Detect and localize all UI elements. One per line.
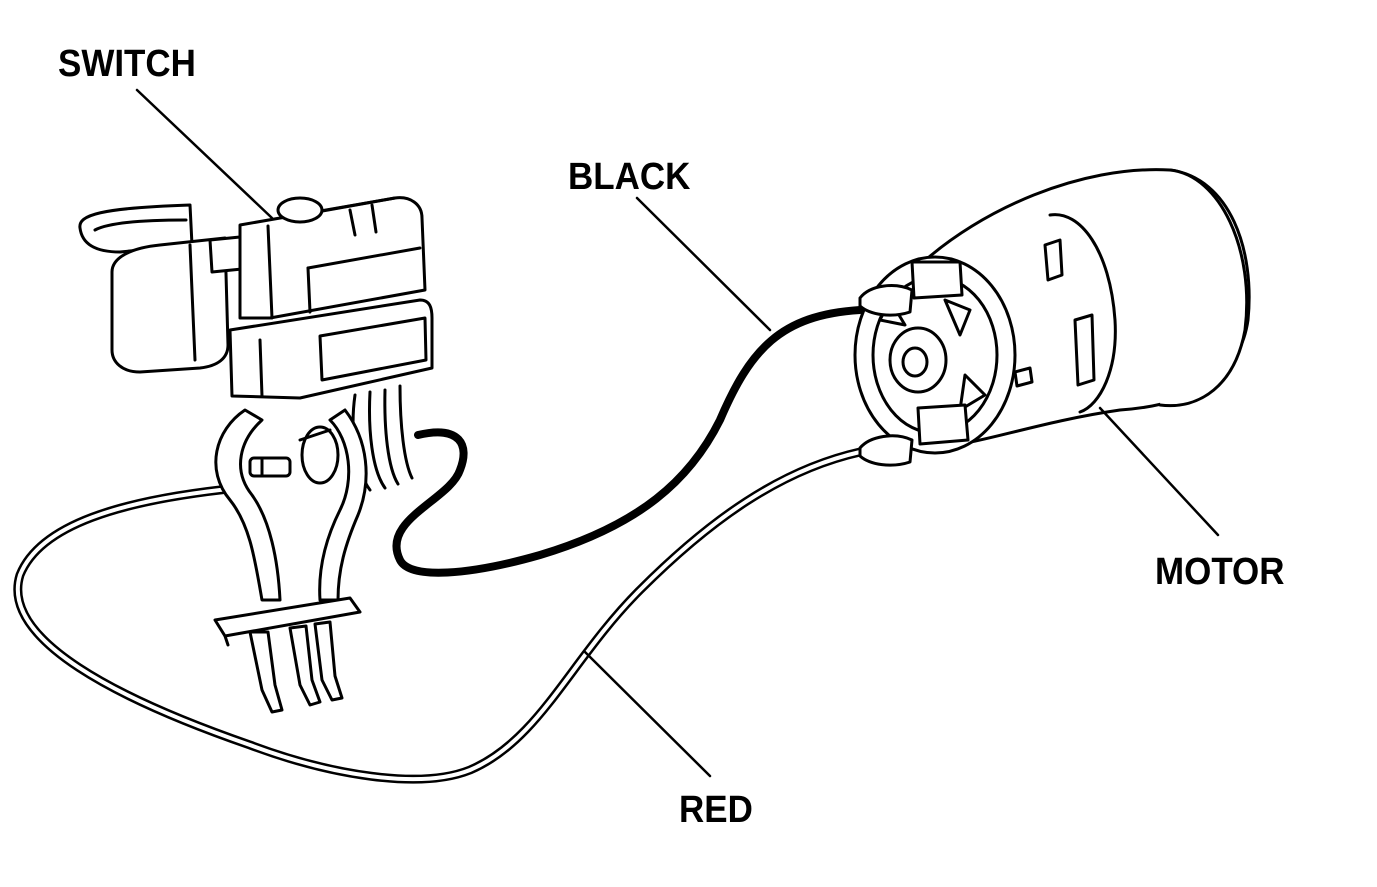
switch-leader: [135, 88, 274, 220]
black-leader: [635, 196, 772, 332]
red-leader: [583, 650, 712, 778]
red-wire: [13, 447, 865, 784]
switch-label: SWITCH: [58, 43, 196, 85]
leader-lines: [135, 88, 1220, 778]
red-wire-label: RED: [679, 789, 753, 831]
black-wire: [392, 306, 864, 577]
motor: [853, 168, 1251, 467]
motor-leader: [1098, 406, 1220, 537]
switch-assembly: [78, 196, 434, 714]
black-wire-label: BLACK: [568, 156, 691, 198]
motor-label: MOTOR: [1155, 551, 1285, 593]
